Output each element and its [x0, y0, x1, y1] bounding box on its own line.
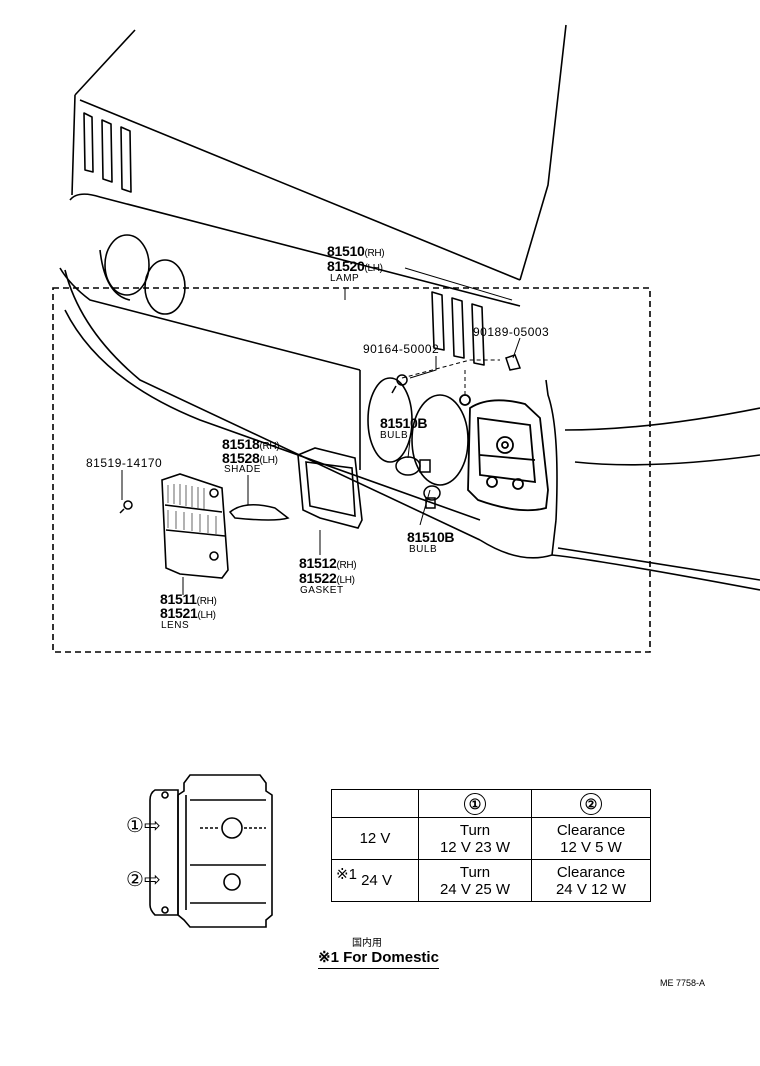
- lamp-rh-label: 81510(RH): [327, 243, 385, 259]
- lens-name-label: LENS: [161, 620, 190, 631]
- screw-90189-label: 90189-05003: [473, 325, 550, 339]
- lens-part: [161, 473, 229, 579]
- lamp-assembly: [459, 394, 549, 512]
- exploded-parts-frame: [52, 287, 651, 653]
- footnote-kanji: 国内用: [352, 938, 382, 949]
- table-header-blank: [331, 789, 419, 818]
- screw-90164: [391, 374, 408, 394]
- gasket-name-label: GASKET: [300, 585, 344, 596]
- bulb-upper-name: BULB: [380, 430, 409, 441]
- exploded-lamp-diagram: [52, 24, 760, 653]
- bulb-lower-name: BULB: [409, 544, 438, 555]
- bulb-upper-number: 81510B: [380, 415, 428, 431]
- headlamp-left: [104, 234, 150, 296]
- screw-81519: [119, 500, 133, 514]
- bulb-lower: [423, 485, 441, 509]
- lens-lh-label: 81521(LH): [160, 605, 216, 621]
- screw-90189: [505, 354, 522, 371]
- table-header-2: ②: [531, 789, 651, 818]
- shade-lh-label: 81528(LH): [222, 450, 278, 466]
- inset-marker-2: ②⇨: [126, 869, 161, 891]
- inset-bulb-hole-1: [221, 817, 243, 839]
- shade-rh-label: 81518(RH): [222, 436, 280, 452]
- table-header-1: ①: [418, 789, 532, 818]
- row-24v-voltage: ※1 24 V: [331, 859, 419, 902]
- gasket-rh-label: 81512(RH): [299, 555, 357, 571]
- footnote-domestic: ※1 For Domestic: [318, 948, 439, 969]
- lamp-lh-label: 81520(LH): [327, 258, 383, 274]
- bulb-lower-number: 81510B: [407, 529, 455, 545]
- bulb-upper: [395, 456, 431, 476]
- shade-part: [228, 504, 290, 521]
- screw-90164-label: 90164-50002: [363, 342, 440, 356]
- gasket-part: [297, 447, 363, 529]
- row-12v-voltage: 12 V: [331, 817, 419, 860]
- inset-marker-1: ①⇨: [126, 815, 161, 837]
- lens-inset-view: [149, 774, 273, 928]
- screw-81519-label: 81519-14170: [86, 456, 163, 470]
- headlamp-right: [144, 259, 186, 315]
- lens-rh-label: 81511(RH): [160, 591, 217, 607]
- reference-code: ME 7758-A: [660, 978, 706, 988]
- lamp-name-label: LAMP: [330, 273, 360, 284]
- gasket-lh-label: 81522(LH): [299, 570, 355, 586]
- inset-bulb-hole-2: [223, 873, 241, 891]
- grille-vent: [83, 112, 94, 173]
- vehicle-body-outline: [71, 29, 521, 281]
- shade-name-label: SHADE: [224, 464, 261, 475]
